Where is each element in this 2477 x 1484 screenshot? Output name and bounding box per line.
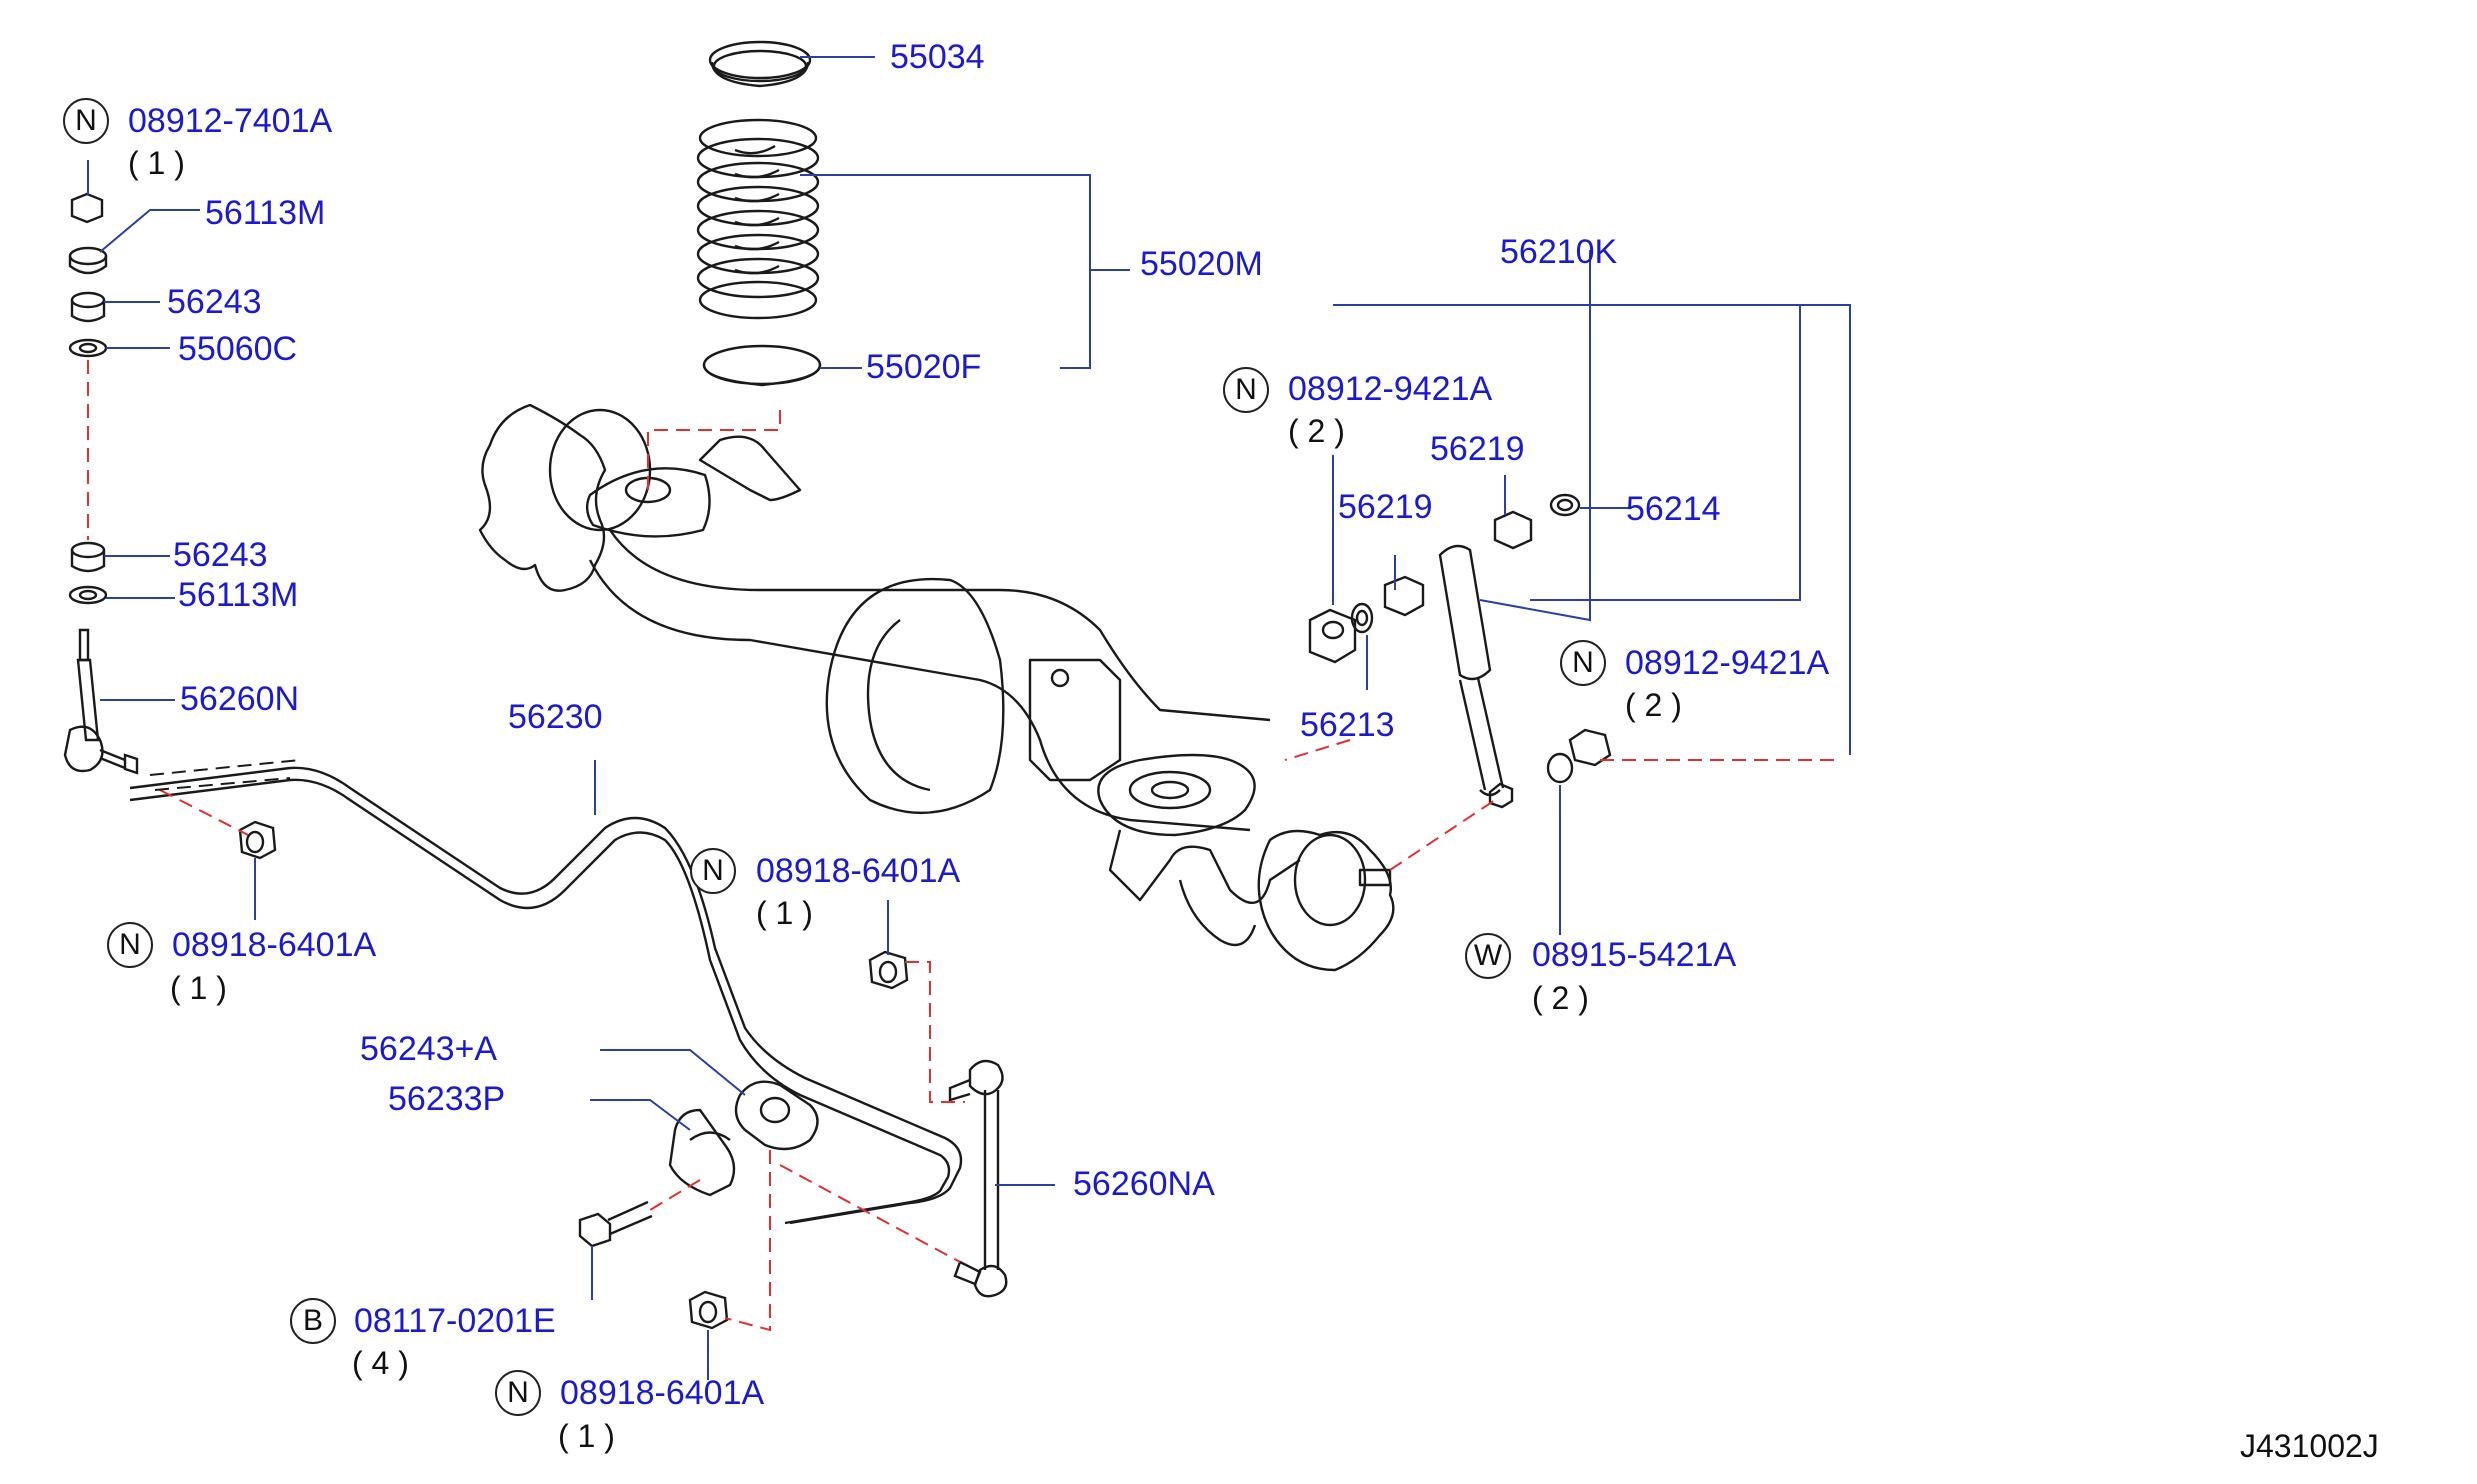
- diagram-code: J431002J: [2240, 1428, 2379, 1464]
- fastener-label-08912-7401A[interactable]: 08912-7401A: [128, 102, 333, 140]
- part-label-56243-top[interactable]: 56243: [167, 283, 262, 321]
- fastener-qty: ( 2 ): [1625, 687, 1682, 723]
- shock-absorber-56210K: [1308, 493, 1612, 809]
- fastener-qty: ( 4 ): [352, 1345, 409, 1381]
- part-label-56219-upper[interactable]: 56219: [1430, 430, 1525, 468]
- fastener-label-08912-9421A-lower[interactable]: 08912-9421A: [1625, 644, 1830, 682]
- part-label-55060C[interactable]: 55060C: [178, 330, 298, 368]
- fastener-prefix-badge: N: [107, 922, 153, 968]
- connecting-rod-56260N: [63, 628, 139, 775]
- fastener-qty: ( 2 ): [1288, 413, 1345, 449]
- fastener-prefix-badge: N: [495, 1370, 541, 1416]
- part-label-55020M[interactable]: 55020M: [1140, 245, 1263, 283]
- fastener-prefix-badge: W: [1465, 933, 1511, 979]
- coil-spring-55020M: [696, 118, 820, 320]
- part-label-56113M-mid[interactable]: 56113M: [178, 576, 299, 614]
- part-label-56243-plus-a[interactable]: 56243+A: [360, 1030, 498, 1068]
- part-label-56214[interactable]: 56214: [1626, 490, 1721, 528]
- fastener-label-08912-9421A-upper[interactable]: 08912-9421A: [1288, 370, 1493, 408]
- rear-axle-housing: [478, 403, 1395, 972]
- fastener-label-08117-0201E[interactable]: 08117-0201E: [354, 1302, 556, 1340]
- part-label-56219-lower[interactable]: 56219: [1338, 488, 1433, 526]
- fastener-qty: ( 2 ): [1532, 980, 1589, 1016]
- fastener-label-08918-6401A-bottom[interactable]: 08918-6401A: [560, 1374, 765, 1412]
- fastener-label-08918-6401A-center[interactable]: 08918-6401A: [756, 852, 961, 890]
- fastener-qty: ( 1 ): [128, 145, 185, 181]
- fastener-prefix-badge: N: [690, 848, 736, 894]
- part-label-55034[interactable]: 55034: [890, 38, 985, 76]
- fastener-qty: ( 1 ): [558, 1418, 615, 1454]
- stabilizer-bar-56230: [129, 766, 963, 1225]
- fastener-qty: ( 1 ): [170, 970, 227, 1006]
- connecting-rod-56260NA: [578, 950, 1008, 1330]
- part-label-56260NA[interactable]: 56260NA: [1073, 1165, 1215, 1203]
- fastener-label-08915-5421A[interactable]: 08915-5421A: [1532, 936, 1737, 974]
- part-label-56243-mid[interactable]: 56243: [173, 536, 268, 574]
- spring-seat-55034: [708, 40, 812, 88]
- leader-lines: [87, 56, 1851, 1380]
- dashed-phantom-lines: [149, 759, 301, 791]
- fastener-prefix-badge: N: [63, 98, 109, 144]
- fastener-prefix-badge: B: [290, 1298, 336, 1344]
- fastener-prefix-badge: N: [1560, 640, 1606, 686]
- spring-seat-55020F: [702, 344, 822, 387]
- part-label-56260N[interactable]: 56260N: [180, 680, 300, 718]
- part-label-56210K[interactable]: 56210K: [1500, 233, 1618, 271]
- part-label-56113M-top[interactable]: 56113M: [205, 194, 326, 232]
- fastener-label-08918-6401A-left[interactable]: 08918-6401A: [172, 926, 377, 964]
- fastener-prefix-badge: N: [1223, 367, 1269, 413]
- part-label-56233P[interactable]: 56233P: [388, 1080, 506, 1118]
- fastener-qty: ( 1 ): [756, 895, 813, 931]
- assembly-guide-lines: [87, 360, 1840, 1332]
- part-label-56230[interactable]: 56230: [508, 698, 603, 736]
- part-label-56213[interactable]: 56213: [1300, 706, 1395, 744]
- part-label-55020F[interactable]: 55020F: [866, 348, 982, 386]
